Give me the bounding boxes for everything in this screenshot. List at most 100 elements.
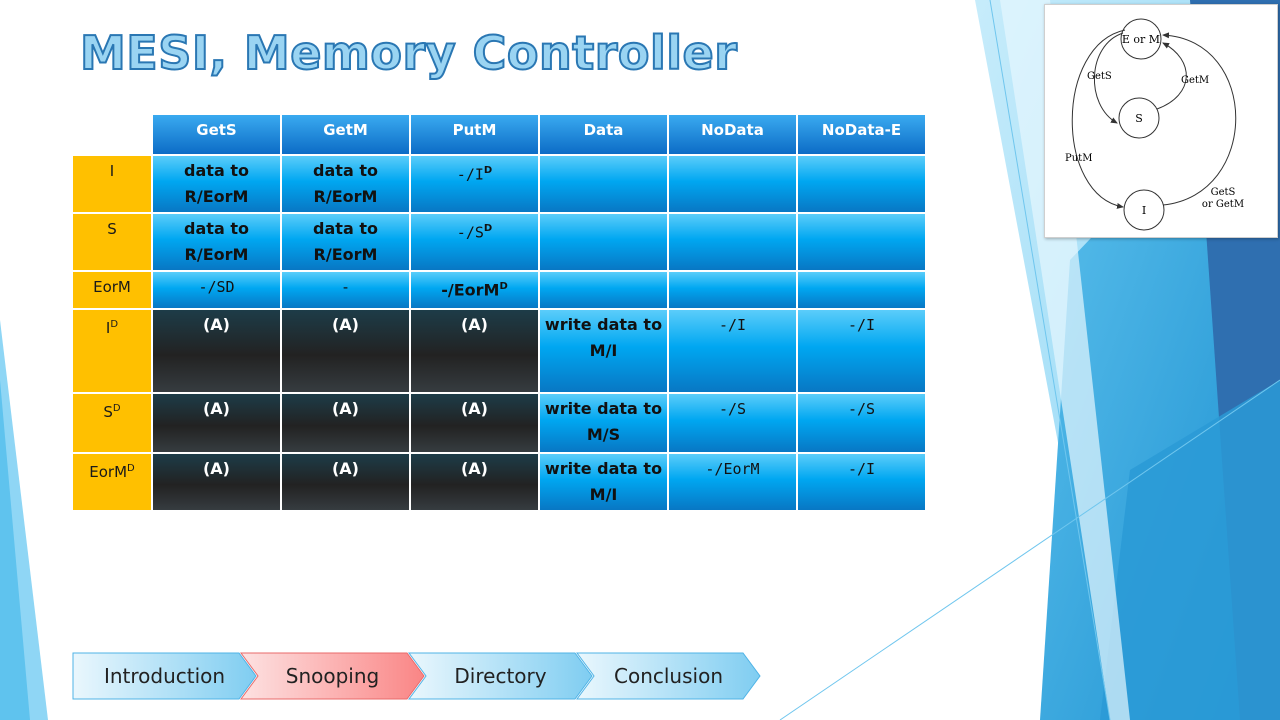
cell-text: -/I [847, 460, 876, 478]
table-cell: (A) [280, 308, 411, 394]
edge-arrow [1162, 32, 1237, 206]
table-cell: -/SD [151, 270, 282, 310]
cell-text: -/SD [198, 278, 235, 296]
table-cell: data to R/EorM [280, 212, 411, 272]
table-cell: (A) [151, 392, 282, 454]
edge-arrow [1156, 42, 1187, 110]
cell-text: -/EorM [441, 280, 500, 300]
edge-arrow [1094, 32, 1124, 124]
table-cell: (A) [409, 392, 540, 454]
cell-text: (A) [331, 315, 359, 334]
column-header: PutM [409, 113, 540, 156]
section-nav: Introduction Snooping Directory Conclusion [72, 652, 772, 702]
nav-item-introduction[interactable]: Introduction [72, 652, 257, 700]
chevron-shape [72, 652, 257, 700]
table-cell: write data to M/S [538, 392, 669, 454]
nav-item-label: Snooping [285, 664, 380, 688]
nav-item-label: Directory [454, 664, 547, 688]
row-header-superscript: D [127, 463, 135, 474]
table-cell [538, 212, 669, 272]
cell-text: -/I [718, 316, 747, 334]
state-node [1123, 189, 1165, 231]
table-cell: -/SD [409, 212, 540, 272]
table-cell: -/S [796, 392, 927, 454]
table-row: EorM -/SD - -/EorMD [71, 270, 927, 310]
table-cell: -/I [796, 308, 927, 394]
table-cell: -/EorM [667, 452, 798, 512]
cell-text: (A) [202, 315, 230, 334]
cell-text: -/EorM [705, 460, 760, 478]
cell-text: -/S [456, 223, 484, 242]
edge-label: GetM [1181, 75, 1209, 86]
table-cell: (A) [280, 392, 411, 454]
row-header-superscript: D [112, 403, 121, 414]
row-header: EorM [71, 270, 153, 310]
table-row: ID (A) (A) (A) write data to M/I -/I -/I [71, 308, 927, 394]
table-cell [796, 154, 927, 214]
cell-text: data to R/EorM [184, 219, 249, 264]
cell-text: -/I [456, 165, 484, 184]
table-corner [71, 113, 153, 156]
state-label: S [1135, 112, 1143, 125]
row-header-label: EorM [89, 463, 128, 481]
table-row: EorMD(A)(A)(A)write data to M/I-/EorM-/I [71, 452, 927, 512]
table-cell [667, 154, 798, 214]
cell-text: (A) [202, 399, 230, 418]
row-header-label: S [107, 220, 117, 238]
row-header-label: I [105, 319, 111, 337]
cell-text: write data to M/I [544, 315, 663, 360]
row-header: EorMD [71, 452, 153, 512]
table-cell: -/S [667, 392, 798, 454]
chevron-shape [576, 652, 761, 700]
cell-text: -/I [847, 316, 876, 334]
nav-item-label: Conclusion [614, 664, 723, 688]
table-cell [796, 270, 927, 310]
table-cell: -/ID [409, 154, 540, 214]
column-header: GetS [151, 113, 282, 156]
edge-arrow [1071, 29, 1126, 209]
row-header: ID [71, 308, 153, 394]
cell-text: -/S [847, 400, 876, 418]
chevron-shape [408, 652, 593, 700]
nav-item-label: Introduction [103, 664, 226, 688]
table-cell [667, 212, 798, 272]
cell-text: (A) [460, 315, 488, 334]
row-header: S [71, 212, 153, 272]
column-header: GetM [280, 113, 411, 156]
table-cell: write data to M/I [538, 452, 669, 512]
cell-text: write data to M/S [544, 399, 663, 444]
cell-text: write data to M/I [544, 459, 663, 504]
cell-superscript: D [483, 223, 493, 234]
cell-text: (A) [202, 459, 230, 478]
cell-text: data to R/EorM [313, 161, 378, 206]
row-header-label: EorM [93, 278, 131, 296]
state-label: E or M [1122, 33, 1160, 46]
row-header-superscript: D [110, 319, 119, 330]
table-cell: (A) [280, 452, 411, 512]
cell-text: (A) [460, 399, 488, 418]
slide-title: MESI, Memory Controller [79, 25, 738, 81]
table-cell [796, 212, 927, 272]
table-cell: data to R/EorM [280, 154, 411, 214]
column-header: Data [538, 113, 669, 156]
nav-item-snooping[interactable]: Snooping [240, 652, 425, 700]
row-header-label: S [103, 403, 113, 421]
column-header: NoData-E [796, 113, 927, 156]
cell-superscript: D [483, 165, 493, 176]
nav-item-directory[interactable]: Directory [408, 652, 593, 700]
table-cell: (A) [409, 452, 540, 512]
cell-text: data to R/EorM [184, 161, 249, 206]
table-cell [667, 270, 798, 310]
cell-superscript: D [499, 281, 508, 292]
table-cell: -/I [796, 452, 927, 512]
nav-item-conclusion[interactable]: Conclusion [576, 652, 761, 700]
cell-text: (A) [331, 399, 359, 418]
table-cell: - [280, 270, 411, 310]
table-cell: (A) [151, 308, 282, 394]
